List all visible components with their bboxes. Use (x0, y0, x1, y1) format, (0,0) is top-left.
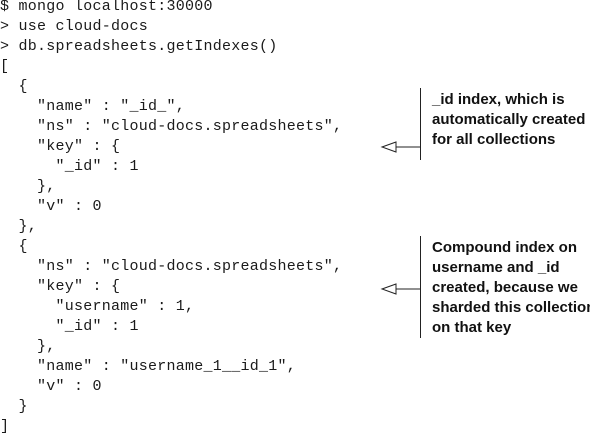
annotation-line: sharded this collection (432, 299, 590, 316)
code-line: "v" : 0 (0, 198, 102, 215)
annotation-line: _id index, which is (432, 91, 565, 108)
annotation-line: username and _id (432, 259, 560, 276)
code-line: "key" : { (0, 138, 121, 155)
annotation-bracket (420, 236, 421, 338)
code-line: ] (0, 418, 10, 435)
code-line: "v" : 0 (0, 378, 102, 395)
code-line: }, (0, 178, 56, 195)
code-line: > use cloud-docs (0, 18, 149, 35)
code-line: "_id" : 1 (0, 158, 139, 175)
arrow-left-icon (380, 283, 420, 295)
code-line: [ (0, 58, 10, 75)
code-line: } (0, 398, 28, 415)
code-line: "name" : "username_1__id_1", (0, 358, 297, 375)
code-line: "username" : 1, (0, 298, 195, 315)
code-line: "ns" : "cloud-docs.spreadsheets", (0, 258, 343, 275)
code-line: "key" : { (0, 278, 121, 295)
code-line: }, (0, 338, 56, 355)
code-line: { (0, 238, 28, 255)
code-line: "name" : "_id_", (0, 98, 186, 115)
code-line: > db.spreadsheets.getIndexes() (0, 38, 278, 55)
arrow-left-icon (380, 141, 420, 153)
annotation-line: on that key (432, 319, 512, 336)
annotation-line: automatically created (432, 111, 586, 128)
annotation-line: created, because we (432, 279, 578, 296)
annotation-line: Compound index on (432, 239, 577, 256)
code-line: { (0, 78, 28, 95)
annotation-bracket (420, 88, 421, 160)
code-line: $ mongo localhost:30000 (0, 0, 213, 15)
code-line: "_id" : 1 (0, 318, 139, 335)
code-line: }, (0, 218, 38, 235)
annotation-line: for all collections (432, 131, 556, 148)
code-line: "ns" : "cloud-docs.spreadsheets", (0, 118, 343, 135)
